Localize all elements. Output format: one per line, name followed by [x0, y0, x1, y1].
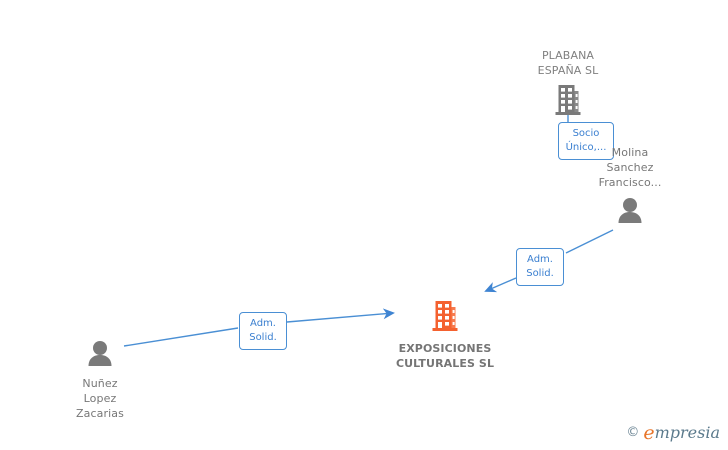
edge-nunez-exposiciones-seg-right — [286, 308, 395, 323]
edge-badge-adm-solid-left[interactable]: Adm. Solid. — [239, 312, 287, 350]
edge-nunez-exposiciones-seg-left — [123, 327, 239, 347]
node-molina[interactable]: Molina Sanchez Francisco... — [588, 145, 672, 227]
edge-molina-exposiciones-seg-left — [484, 277, 517, 293]
copyright-icon: © — [626, 425, 640, 440]
building-icon — [383, 300, 507, 336]
edge-badge-adm-solid-right[interactable]: Adm. Solid. — [516, 248, 564, 286]
edge-molina-exposiciones-seg-right — [565, 229, 614, 254]
brand-initial: e — [643, 421, 655, 444]
node-plabana-label: PLABANA ESPAÑA SL — [537, 49, 599, 77]
empresia-watermark: © e mpresia — [626, 423, 720, 442]
brand-name: mpresia — [654, 423, 720, 442]
node-exposiciones-label: EXPOSICIONES CULTURALES SL — [395, 342, 495, 370]
person-icon — [58, 340, 142, 370]
building-icon — [506, 84, 630, 120]
edge-badge-socio-unico[interactable]: Socio Único,... — [558, 122, 614, 160]
node-molina-label: Molina Sanchez Francisco... — [598, 146, 662, 189]
person-icon — [588, 197, 672, 227]
node-exposiciones[interactable]: EXPOSICIONES CULTURALES SL — [383, 300, 507, 371]
node-nunez[interactable]: Nuñez Lopez Zacarias — [58, 340, 142, 421]
node-nunez-label: Nuñez Lopez Zacarias — [76, 377, 124, 420]
node-plabana[interactable]: PLABANA ESPAÑA SL — [506, 48, 630, 120]
